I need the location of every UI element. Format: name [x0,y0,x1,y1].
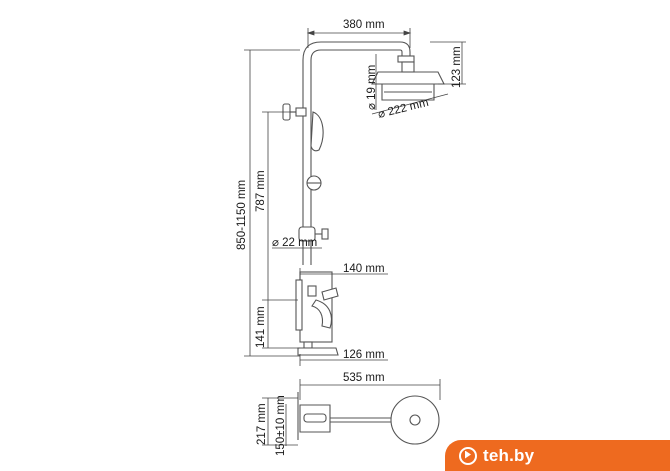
dim-total-width-label: 535 mm [343,372,385,384]
overhead-shower-head [371,61,445,101]
dim-spout-length [299,354,388,366]
watermark-text: teh.by [483,445,535,465]
dim-bar-height [262,111,298,301]
dim-head-diameter [371,93,449,115]
dim-bar-diameter-label: ⌀ 22 mm [272,237,317,249]
dim-mixer-height-label: 141 mm [255,306,267,348]
slide-bracket [306,175,322,191]
dim-spout-length-label: 126 mm [343,349,385,361]
watermark-badge: teh.by [445,440,670,471]
dim-mixer-width-label: 140 mm [343,263,385,275]
dim-height-range-label: 850-1150 mm [236,180,248,250]
dim-arm-length [306,28,412,48]
dim-head-drop-label: 123 mm [451,46,463,88]
dim-wall-depth-label: 217 mm [256,403,268,445]
dim-outlet-spacing-label: 150±10 mm [275,395,287,456]
dim-height-range [244,49,300,357]
diverter-knob [298,226,329,242]
dim-pipe-diameter-label: ⌀ 19 mm [366,65,378,110]
dim-bar-height-label: 787 mm [255,170,267,212]
dim-arm-length-label: 380 mm [343,19,385,31]
mixer-body [295,271,339,343]
dim-wall-depth [262,397,298,446]
dim-mixer-width [299,268,388,280]
dim-mixer-height [262,300,300,349]
bath-spout [297,341,339,356]
dim-total-width [299,379,441,400]
plan-view [297,392,440,445]
dim-head-drop [430,41,466,85]
play-logo-icon [459,446,477,465]
